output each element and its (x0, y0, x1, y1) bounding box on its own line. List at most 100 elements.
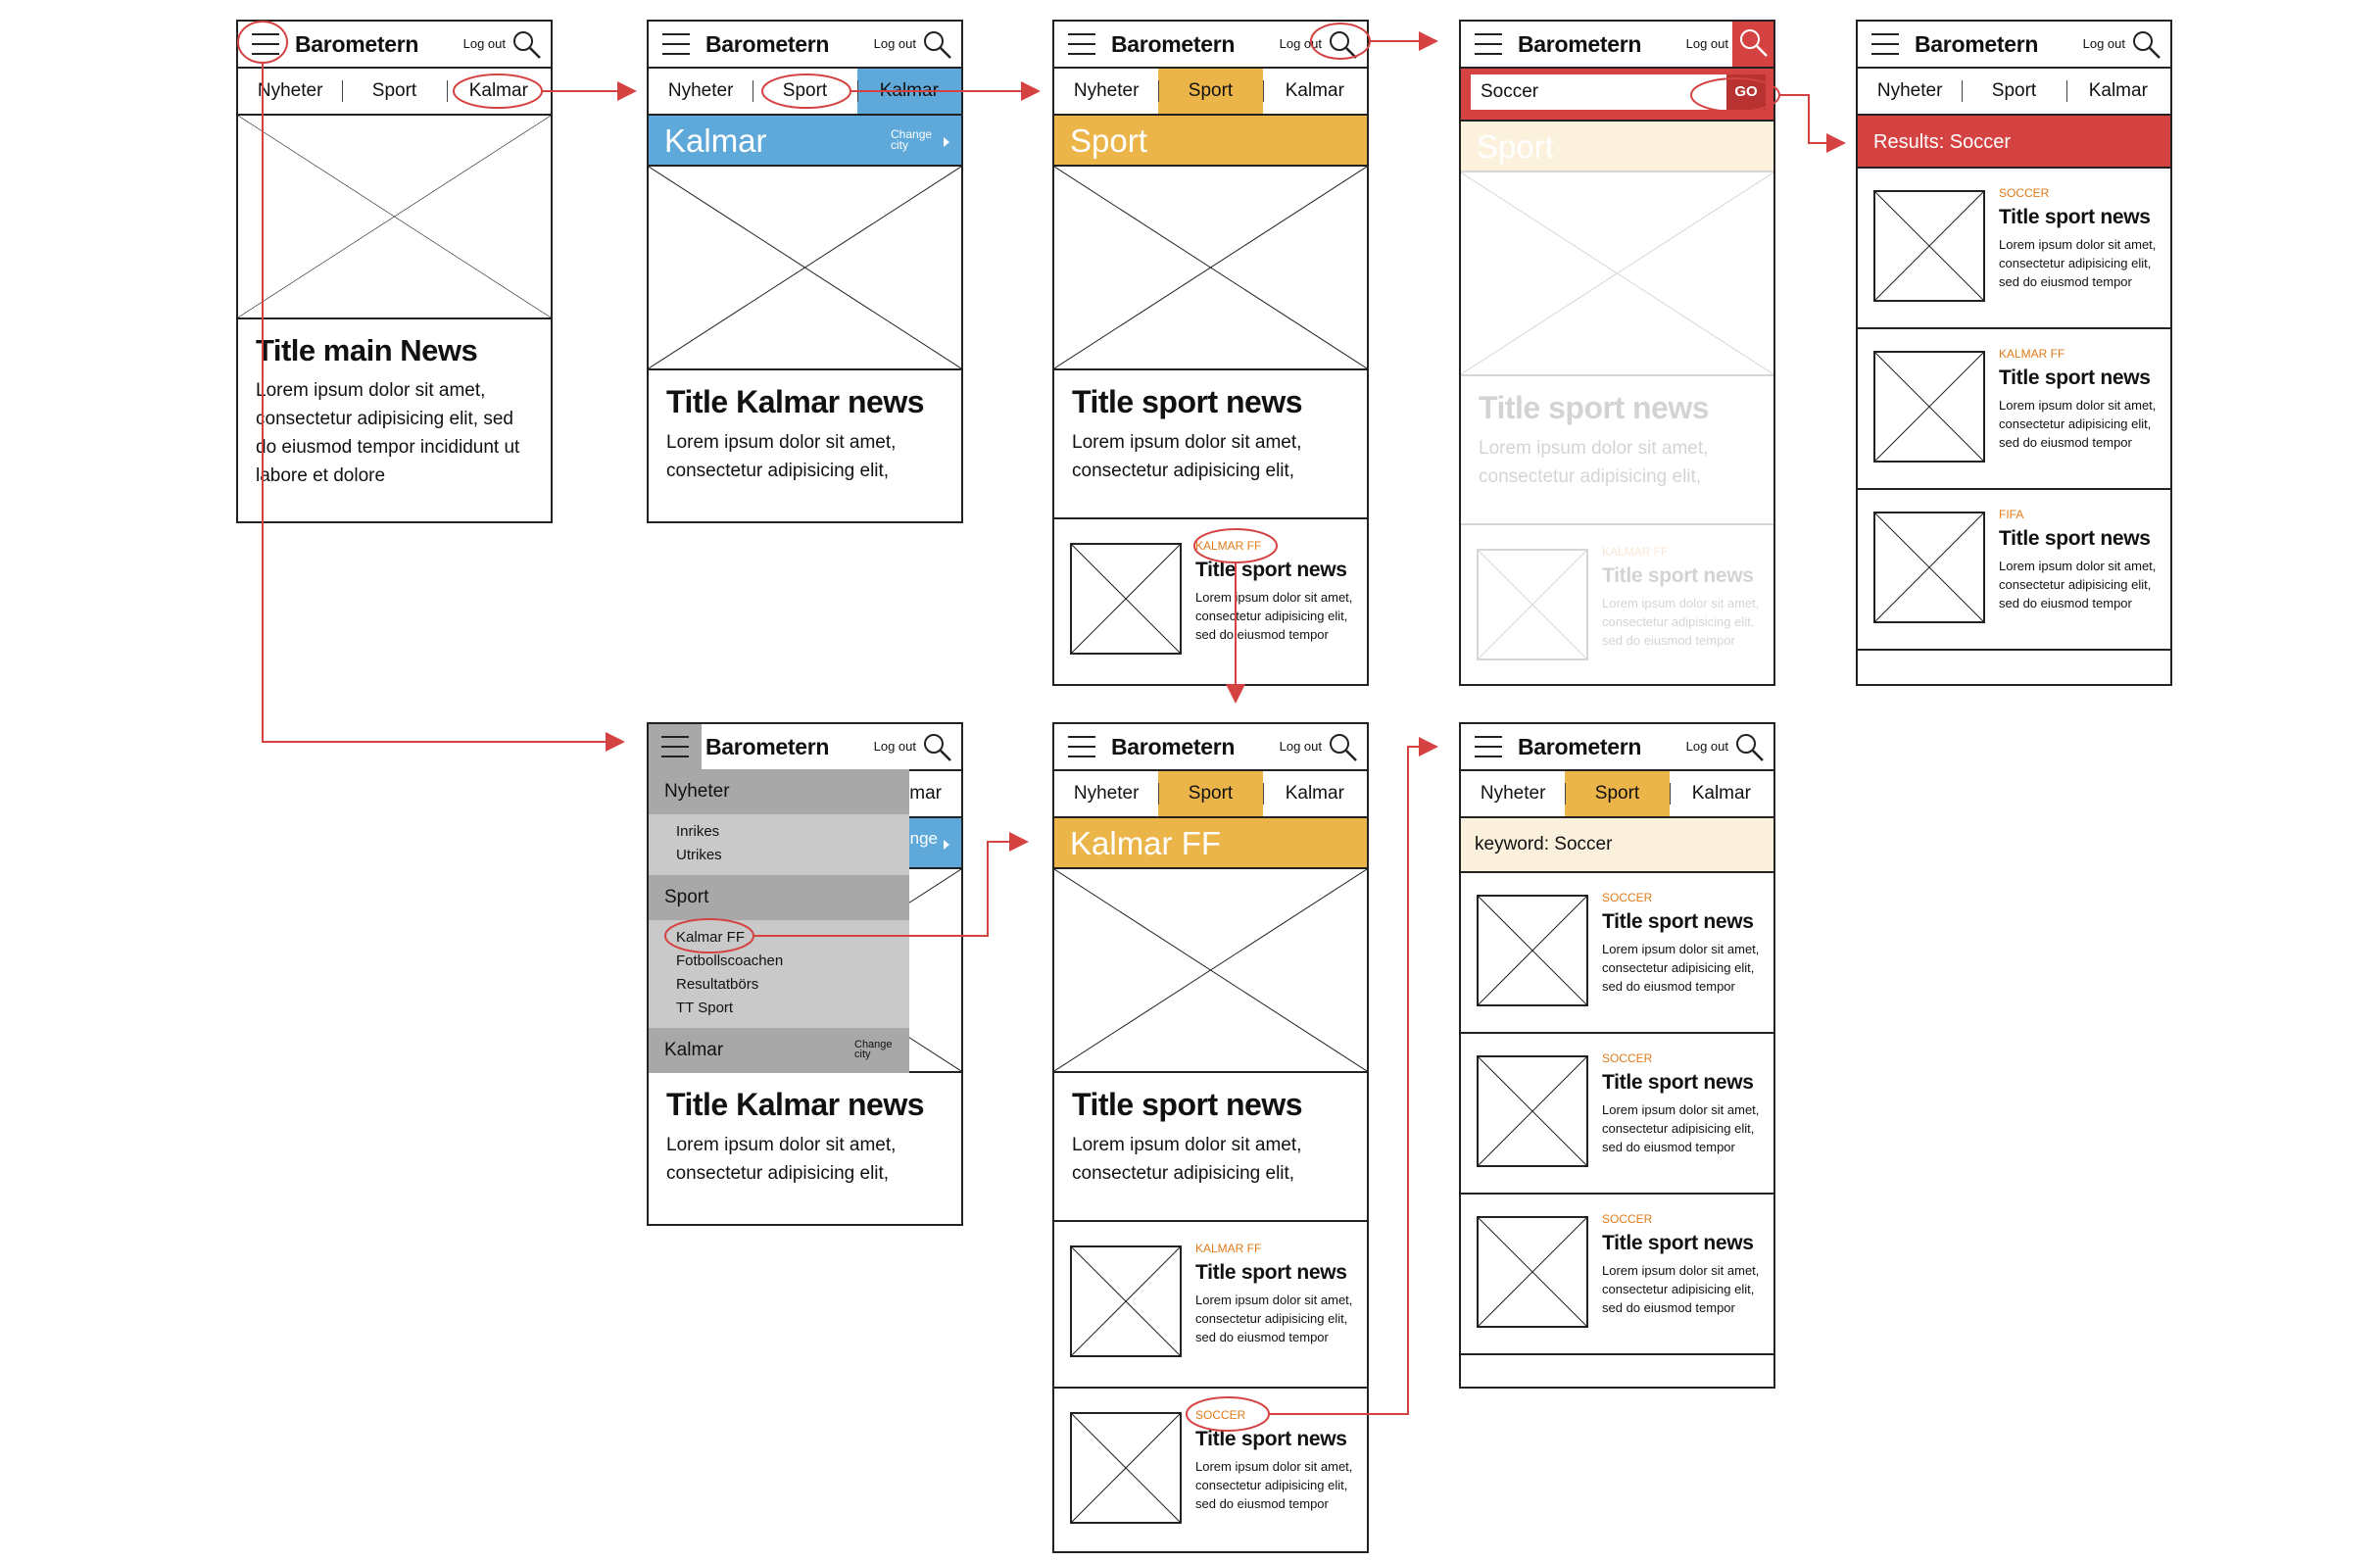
tab-nyheter[interactable]: Nyheter (1876, 80, 1943, 101)
tab-sport[interactable]: Sport (342, 69, 446, 114)
hamburger-icon[interactable] (252, 33, 279, 55)
category-tag[interactable]: SOCCER (1999, 186, 2050, 200)
tab-sport[interactable]: Sport (1565, 771, 1670, 816)
magnifier-icon[interactable] (2129, 27, 2162, 61)
category-tag[interactable]: KALMAR FF (1195, 539, 1262, 553)
image-placeholder-icon (1477, 1055, 1588, 1167)
list-item[interactable]: SOCCER Title sport news Lorem ipsum dolo… (1858, 169, 2170, 329)
list-item[interactable]: SOCCER Title sport news Lorem ipsum dolo… (1461, 1034, 1773, 1195)
tab-sport[interactable]: Sport (1962, 69, 2065, 114)
category-tag[interactable]: SOCCER (1195, 1408, 1246, 1422)
chevron-right-icon[interactable] (944, 840, 949, 850)
magnifier-icon[interactable] (920, 730, 953, 763)
category-tag[interactable]: SOCCER (1602, 891, 1653, 904)
main-story[interactable]: Title Kalmar news Lorem ipsum dolor sit … (649, 1073, 961, 1188)
hamburger-icon[interactable] (1475, 33, 1502, 55)
card-title: Title sport news (1999, 206, 2151, 228)
logout-link[interactable]: Log out (873, 36, 916, 51)
card-title: Title sport news (1195, 559, 1347, 581)
menu-section-kalmar[interactable]: Kalmar Change city (649, 1028, 909, 1073)
tab-kalmar[interactable]: Kalmar (1262, 771, 1367, 816)
tab-sport[interactable]: Sport (753, 69, 856, 114)
card-meta: KALMAR FF Title sport news Lorem ipsum d… (1195, 539, 1359, 644)
hamburger-icon[interactable] (649, 724, 702, 769)
main-story[interactable]: Title sport news Lorem ipsum dolor sit a… (1054, 370, 1367, 519)
story-title: Title main News (256, 333, 478, 367)
logout-link[interactable]: Log out (462, 36, 506, 51)
magnifier-icon[interactable] (1732, 22, 1773, 67)
main-story[interactable]: Title Kalmar news Lorem ipsum dolor sit … (649, 370, 961, 485)
magnifier-icon[interactable] (920, 27, 953, 61)
category-tag[interactable]: SOCCER (1602, 1051, 1653, 1065)
magnifier-icon[interactable] (510, 27, 543, 61)
hamburger-icon[interactable] (1475, 736, 1502, 757)
logout-link[interactable]: Log out (873, 739, 916, 754)
category-tag[interactable]: SOCCER (1602, 1212, 1653, 1226)
screen-search: Barometern Log out Soccer GO Sport Title… (1459, 20, 1775, 686)
card-title: Title sport news (1602, 1071, 1754, 1094)
logout-link[interactable]: Log out (1279, 36, 1322, 51)
hamburger-icon[interactable] (1871, 33, 1899, 55)
menu-item-ttsport[interactable]: TT Sport (676, 1000, 734, 1016)
keyword-band: keyword: Soccer (1461, 818, 1773, 873)
list-item[interactable]: SOCCER Title sport news Lorem ipsum dolo… (1054, 1389, 1367, 1551)
search-input[interactable]: Soccer (1471, 74, 1727, 110)
magnifier-icon[interactable] (1326, 27, 1359, 61)
logout-link[interactable]: Log out (1279, 739, 1322, 754)
hamburger-icon[interactable] (662, 33, 690, 55)
list-item[interactable]: SOCCER Title sport news Lorem ipsum dolo… (1461, 1195, 1773, 1355)
main-story[interactable]: Title main News Lorem ipsum dolor sit am… (238, 319, 551, 490)
list-item[interactable]: FIFA Title sport news Lorem ipsum dolor … (1858, 490, 2170, 651)
main-story[interactable]: Title sport news Lorem ipsum dolor sit a… (1054, 1073, 1367, 1222)
brand-logo: Barometern (1518, 734, 1642, 759)
hamburger-icon[interactable] (1068, 736, 1095, 757)
app-header: Barometern Log out (1461, 724, 1773, 771)
tab-kalmar[interactable]: Kalmar (1262, 69, 1367, 114)
menu-section-nyheter[interactable]: Nyheter (649, 769, 909, 814)
menu-item-utrikes[interactable]: Utrikes (676, 847, 722, 863)
chevron-right-icon[interactable] (944, 137, 949, 147)
tab-nyheter[interactable]: Nyheter (257, 80, 323, 101)
section-band-sport: Sport (1461, 122, 1773, 172)
tab-nyheter[interactable]: Nyheter (667, 80, 734, 101)
tab-nyheter[interactable]: Nyheter (1073, 80, 1140, 101)
nav-tabs: Nyheter Sport Kalmar (649, 69, 961, 116)
story-title: Title sport news (1072, 384, 1303, 419)
tab-nyheter[interactable]: Nyheter (1073, 783, 1140, 804)
go-button[interactable]: GO (1726, 74, 1766, 110)
magnifier-icon[interactable] (1326, 730, 1359, 763)
tab-kalmar[interactable]: Kalmar (856, 69, 961, 114)
app-header: Barometern Log out (1054, 724, 1367, 771)
list-item[interactable]: KALMAR FF Title sport news Lorem ipsum d… (1858, 329, 2170, 490)
list-item[interactable]: KALMAR FF Title sport news Lorem ipsum d… (1054, 519, 1367, 684)
tab-nyheter[interactable]: Nyheter (1480, 783, 1546, 804)
category-tag[interactable]: KALMAR FF (1195, 1242, 1262, 1255)
logout-link[interactable]: Log out (1685, 36, 1728, 51)
menu-item-inrikes[interactable]: Inrikes (676, 823, 720, 840)
tab-kalmar[interactable]: Kalmar (1669, 771, 1773, 816)
image-placeholder-icon (1070, 1245, 1182, 1357)
tab-sport[interactable]: Sport (1158, 771, 1263, 816)
menu-item-kalmarff[interactable]: Kalmar FF (676, 929, 746, 946)
menu-item-resultatbors[interactable]: Resultatbörs (676, 976, 759, 993)
menu-item-fotbollscoachen[interactable]: Fotbollscoachen (676, 952, 784, 969)
tab-sport[interactable]: Sport (1158, 69, 1263, 114)
image-placeholder-icon (1054, 167, 1367, 370)
change-city-link[interactable]: Change city (854, 1039, 893, 1060)
logout-link[interactable]: Log out (1685, 739, 1728, 754)
logout-link[interactable]: Log out (2082, 36, 2125, 51)
list-item[interactable]: KALMAR FF Title sport news Lorem ipsum d… (1054, 1222, 1367, 1389)
menu-section-sport[interactable]: Sport (649, 875, 909, 920)
hamburger-icon[interactable] (1068, 33, 1095, 55)
change-city-link[interactable]: Change city (891, 127, 933, 152)
list-item[interactable]: SOCCER Title sport news Lorem ipsum dolo… (1461, 873, 1773, 1034)
tab-kalmar[interactable]: Kalmar (2065, 69, 2170, 114)
tab-kalmar[interactable]: Kalmar (446, 69, 551, 114)
brand-logo: Barometern (1111, 734, 1236, 759)
tab-kalmar[interactable]: mar (649, 771, 961, 816)
section-band-sport: Sport (1054, 116, 1367, 167)
category-tag[interactable]: FIFA (1999, 508, 2024, 521)
card-title: Title sport news (1195, 1261, 1347, 1284)
category-tag[interactable]: KALMAR FF (1999, 347, 2065, 361)
magnifier-icon[interactable] (1732, 730, 1766, 763)
